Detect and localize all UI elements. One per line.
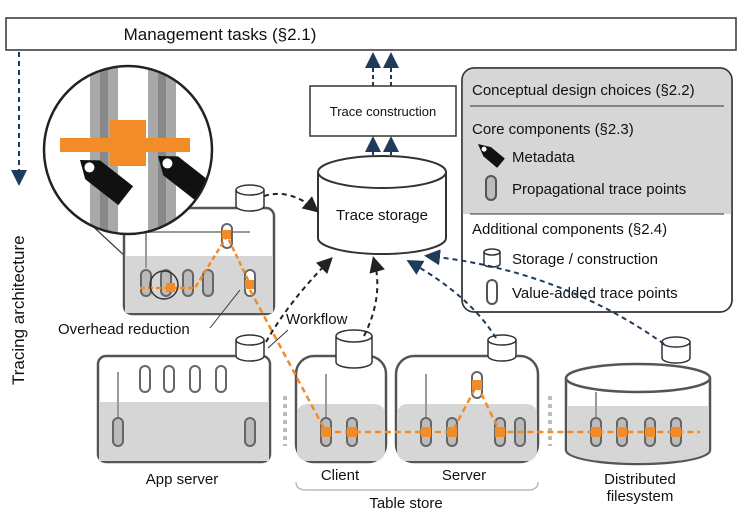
app-server-box (96, 354, 272, 464)
app-server-label: App server (146, 471, 219, 488)
tracing-architecture-label: Tracing architecture (9, 235, 28, 385)
legend-propagational: Propagational trace points (512, 181, 686, 198)
value-added-tracepoint-icon (486, 279, 498, 305)
storage-cylinder-3 (335, 329, 373, 369)
legend-panel: Conceptual design choices (§2.2) Core co… (461, 67, 733, 313)
trace-construction-label: Trace construction (330, 104, 436, 119)
workflow-markers (166, 230, 681, 437)
storage-cylinder-5 (661, 336, 691, 364)
server-label: Server (442, 467, 486, 484)
trace-construction-box: Trace construction (309, 85, 457, 137)
storage-cylinder-1 (235, 184, 265, 212)
legend-storage: Storage / construction (512, 251, 658, 268)
table-store-bracket (295, 481, 539, 491)
client-label: Client (321, 467, 360, 484)
storage-cylinder-icon (483, 248, 501, 268)
storage-cylinder-2 (235, 334, 265, 362)
storage-cylinder-4 (487, 334, 517, 362)
tag-icon (478, 144, 505, 168)
legend-title: Conceptual design choices (§2.2) (472, 82, 695, 99)
overhead-reduction-label: Overhead reduction (58, 321, 190, 338)
distributed-label-line1: Distributed (604, 471, 676, 488)
tracing-architecture-axis: Tracing architecture (9, 52, 28, 385)
trace-storage-cylinder: Trace storage (317, 155, 447, 255)
trace-storage-label: Trace storage (336, 207, 428, 224)
legend-metadata: Metadata (512, 149, 575, 166)
management-tasks-bar: Management tasks (§2.1) (5, 17, 737, 51)
propagational-tracepoint-icon (485, 175, 497, 201)
legend-value-added: Value-added trace points (512, 285, 678, 302)
server-box (394, 354, 540, 464)
management-tasks-title: Management tasks (§2.1) (124, 25, 317, 44)
legend-additional-title: Additional components (§2.4) (472, 221, 667, 238)
workflow-label: Workflow (286, 311, 348, 328)
table-store-label: Table store (369, 495, 442, 512)
client-box (294, 354, 388, 464)
zoom-circle (42, 64, 214, 236)
distributed-filesystem-cylinder (564, 362, 712, 466)
distributed-label-line2: filesystem (607, 488, 674, 505)
legend-core-title: Core components (§2.3) (472, 121, 634, 138)
